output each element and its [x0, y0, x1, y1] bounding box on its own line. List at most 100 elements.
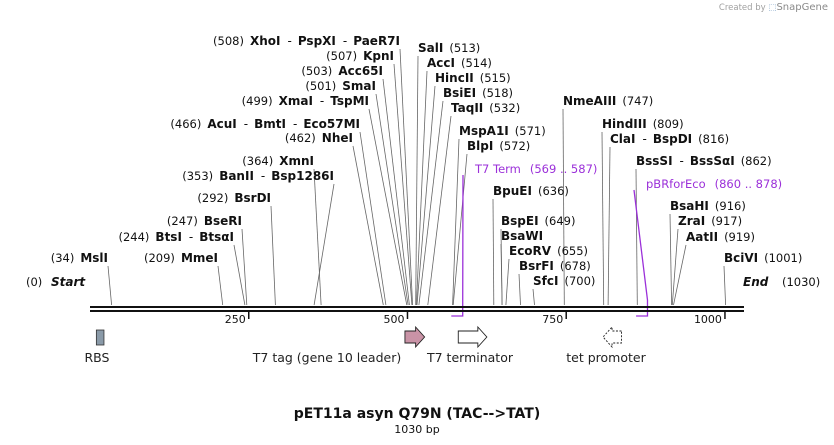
map-title: pET11a asyn Q79N (TAC-->TAT) [294, 406, 540, 422]
enzyme-separator: - [288, 34, 292, 48]
snapgene-logo-icon: ⬚ [768, 3, 777, 13]
enzyme-line-blpi [452, 153, 468, 306]
enzyme-name: BssSαI [690, 154, 735, 168]
enzyme-label-sali: SalI (513) [418, 41, 480, 55]
enzyme-position: (353) [182, 169, 213, 183]
enzyme-name: Eco57MI [303, 117, 360, 131]
snapgene-credit: Created by ⬚SnapGene [719, 2, 828, 13]
enzyme-label-ecorv: EcoRV(655) [509, 244, 588, 258]
enzyme-label-bsawi: BsaWI [501, 229, 543, 243]
enzyme-label-aatii: AatII(919) [686, 230, 755, 244]
enzyme-line-acci [416, 70, 428, 306]
enzyme-position: (1001) [764, 251, 802, 265]
enzyme-line-ecorv [505, 258, 510, 306]
enzyme-name: MmeI [181, 251, 218, 265]
primer-label: pBRforEco(860 .. 878) [646, 177, 782, 191]
start-label: Start [51, 275, 86, 289]
enzyme-name: ZraI [678, 214, 705, 228]
enzyme-name: PaeR7I [353, 34, 400, 48]
enzyme-label-bsrfi: BsrFI(678) [519, 259, 591, 273]
enzyme-label-nmeaiii: NmeAIII(747) [563, 94, 653, 108]
enzyme-name: AccI [427, 56, 455, 70]
enzyme-position: (809) [653, 117, 684, 131]
enzyme-line-mmei [217, 265, 224, 306]
scale-tick-label: 500 [383, 313, 404, 326]
enzyme-label-clai-bspdi: ClaI-BspDI(816) [610, 132, 729, 146]
enzyme-position: (518) [482, 86, 513, 100]
enzyme-position: (816) [698, 132, 729, 146]
enzyme-position: (678) [560, 259, 591, 273]
feature-t7-tag-gene-10-leader [404, 325, 426, 349]
enzyme-label-blpi: BlpI (572) [467, 139, 530, 153]
end-label: End [743, 275, 769, 289]
map-subtitle: 1030 bp [394, 423, 439, 436]
enzyme-separator: - [293, 117, 297, 131]
enzyme-name: HincII [435, 71, 474, 85]
enzyme-name: BlpI [467, 139, 493, 153]
enzyme-separator: - [320, 94, 324, 108]
primer-range: (569 .. 587) [530, 162, 598, 176]
primer-name: T7 Term [474, 162, 521, 176]
enzyme-name: TaqII [451, 101, 483, 115]
enzyme-position: (572) [499, 139, 530, 153]
enzyme-name: BsrDI [234, 191, 271, 205]
primer-marker-pbrforeco [633, 189, 649, 317]
enzyme-line-xhoi-pspxi-paer7i [399, 48, 413, 306]
enzyme-position: (636) [538, 184, 569, 198]
enzyme-name: BspDI [653, 132, 692, 146]
enzyme-name: BsaHI [670, 199, 709, 213]
enzyme-position: (292) [197, 191, 228, 205]
enzyme-label-msli: (34) MslI [51, 251, 108, 265]
enzyme-line-btsi-btsi [233, 244, 246, 306]
enzyme-connector-lines [107, 48, 726, 306]
enzyme-label-bseri: (247)BseRI [167, 214, 242, 228]
enzyme-label-mmei: (209)MmeI [144, 251, 218, 265]
enzyme-label-acci: AccI (514) [427, 56, 492, 70]
backbone [90, 306, 744, 312]
enzyme-label-nhei: (462)NheI [285, 131, 353, 145]
enzyme-line-bseri [241, 228, 248, 306]
enzyme-line-bsahi [669, 213, 672, 306]
enzyme-line-bsssi-bsssi [635, 168, 638, 306]
enzyme-position: (532) [489, 101, 520, 115]
enzyme-label-acui-bmti-eco57mi: (466)AcuI-BmtI-Eco57MI [170, 117, 360, 131]
enzyme-name: BsiEI [443, 86, 476, 100]
enzyme-line-smai [375, 93, 409, 306]
enzyme-line-hincii [416, 85, 436, 306]
enzyme-name: XmaI [279, 94, 313, 108]
feature-label-rbs: RBS [85, 350, 110, 365]
enzyme-position: (507) [326, 49, 357, 63]
enzyme-label-bspei: BspEI(649) [501, 214, 575, 228]
enzyme-label-taqii: TaqII (532) [451, 101, 520, 115]
enzyme-position: (917) [711, 214, 742, 228]
enzyme-position: (34) [51, 251, 75, 265]
enzyme-line-bcivi [723, 265, 726, 306]
enzyme-separator: - [189, 230, 193, 244]
enzyme-label-sfci: SfcI(700) [533, 274, 595, 288]
enzyme-name: BmtI [254, 117, 286, 131]
enzyme-separator: - [680, 154, 684, 168]
enzyme-position: (514) [461, 56, 492, 70]
enzyme-name: MspA1I [459, 124, 509, 138]
scale-tick-label: 750 [542, 313, 563, 326]
enzyme-name: SalI [418, 41, 443, 55]
enzyme-name: AcuI [207, 117, 236, 131]
enzyme-position: (364) [242, 154, 273, 168]
map-title-block: pET11a asyn Q79N (TAC-->TAT) 1030 bp [294, 406, 540, 436]
enzyme-line-taqii [427, 115, 452, 306]
enzyme-name: BssSI [636, 154, 673, 168]
enzyme-position: (515) [480, 71, 511, 85]
enzyme-line-mspa1i [452, 138, 460, 306]
enzyme-name: BpuEI [493, 184, 532, 198]
enzyme-name: HindIII [602, 117, 647, 131]
enzyme-name: KpnI [363, 49, 394, 63]
enzyme-separator: - [642, 132, 646, 146]
enzyme-name: PspXI [298, 34, 336, 48]
enzyme-name: MslI [80, 251, 108, 265]
enzyme-position: (513) [449, 41, 480, 55]
enzyme-position: (700) [564, 274, 595, 288]
enzyme-label-kpni: (507) KpnI [326, 49, 394, 63]
feature-t7-terminator [457, 325, 488, 349]
